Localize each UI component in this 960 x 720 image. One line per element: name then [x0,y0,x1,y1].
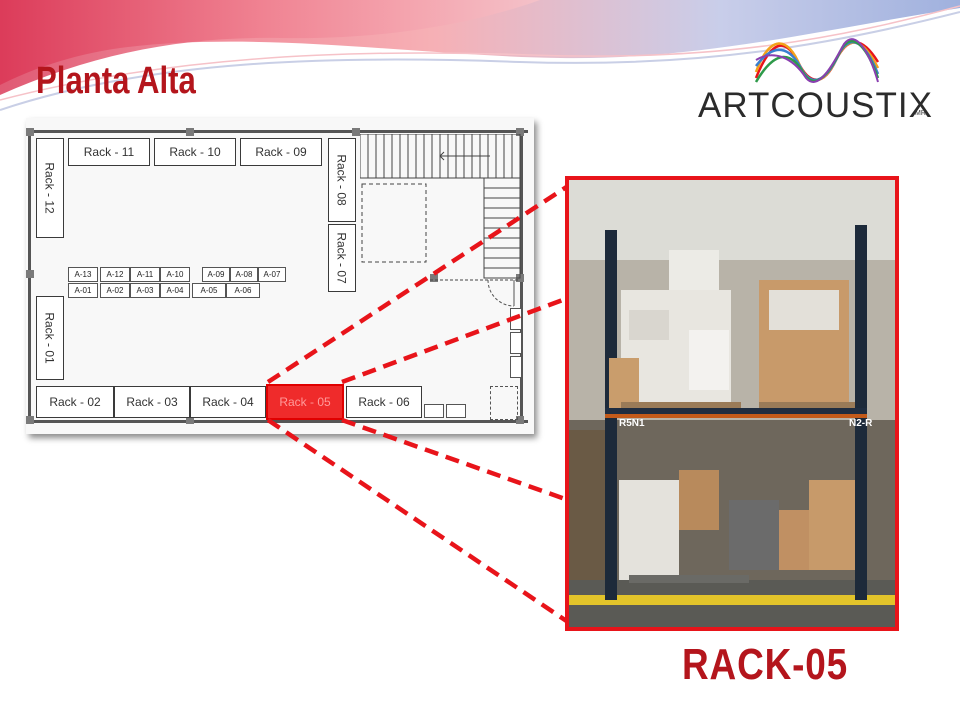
rack-11-label: Rack - 11 [83,145,135,159]
shelf-a03[interactable]: A-03 [130,283,160,298]
shelf-label: A-02 [106,286,124,295]
shelf-a02[interactable]: A-02 [100,283,130,298]
shelf-label: A-04 [166,286,184,295]
staircase-icon [360,134,521,281]
logo-wave-icon [754,38,880,83]
rack-07[interactable]: Rack - 07 [328,224,356,292]
shelf-label: A-09 [207,270,225,279]
shelf-a06[interactable]: A-06 [226,283,260,298]
shelf-label: A-13 [74,270,92,279]
shelf-a01[interactable]: A-01 [68,283,98,298]
plan-column [430,274,438,282]
warehouse-rack-image [569,180,895,627]
shelf-label: A-03 [136,286,154,295]
rack-03-label: Rack - 03 [126,395,178,409]
logo-registered-mark: MR [915,110,926,117]
shelf-label: A-11 [136,270,154,279]
shelf-a11[interactable]: A-11 [130,267,160,282]
shelf-a08[interactable]: A-08 [230,267,258,282]
plan-column [26,270,34,278]
shelf-label: A-08 [235,270,253,279]
rack-06[interactable]: Rack - 06 [346,386,422,418]
rack-08[interactable]: Rack - 08 [328,138,356,222]
rack-04-label: Rack - 04 [202,395,254,409]
rack-03[interactable]: Rack - 03 [114,386,190,418]
shelf-label: A-05 [200,286,218,295]
shelf-label: A-07 [263,270,281,279]
logo-wordmark: ARTCOUSTIX [698,86,933,125]
plan-wall-top [28,130,528,133]
plan-column [186,128,194,136]
photo-rack-label-left: R5N1 [619,418,645,429]
shelf-label: A-10 [166,270,184,279]
rack-06-label: Rack - 06 [358,395,410,409]
rack-02-label: Rack - 02 [49,395,101,409]
rack-photo: R5N1 N2-R [565,176,899,631]
rack-05-label: Rack - 05 [279,395,331,409]
shelf-label: A-12 [106,270,124,279]
rack-12[interactable]: Rack - 12 [36,138,64,238]
rack-01[interactable]: Rack - 01 [36,296,64,380]
shelf-a09[interactable]: A-09 [202,267,230,282]
plan-column [186,416,194,424]
rack-09-label: Rack - 09 [255,145,307,159]
header-wave-decoration [0,0,960,111]
wall-bin [510,356,522,378]
plan-wall-bottom [28,420,528,423]
dashed-area [490,386,518,420]
shelf-a07[interactable]: A-07 [258,267,286,282]
wall-bin [510,332,522,354]
shelf-label: A-06 [234,286,252,295]
rack-04[interactable]: Rack - 04 [190,386,266,418]
plan-column [26,128,34,136]
door-icon [487,279,515,307]
shelf-label: A-01 [74,286,92,295]
photo-rack-label-right: N2-R [849,418,873,429]
shelf-a04[interactable]: A-04 [160,283,190,298]
plan-column [26,416,34,424]
shelf-a10[interactable]: A-10 [160,267,190,282]
plan-column [516,416,524,424]
floor-plan: Rack - 11 Rack - 10 Rack - 09 Rack - 12 … [26,118,534,434]
rack-09[interactable]: Rack - 09 [240,138,322,166]
rack-10[interactable]: Rack - 10 [154,138,236,166]
small-bin [424,404,444,418]
shelf-a05[interactable]: A-05 [192,283,226,298]
plan-column [516,128,524,136]
shelf-a13[interactable]: A-13 [68,267,98,282]
slide-title: Planta Alta [36,60,196,102]
rack-10-label: Rack - 10 [169,145,221,159]
small-bin [446,404,466,418]
shelf-a12[interactable]: A-12 [100,267,130,282]
plan-column [352,128,360,136]
rack-05-highlighted[interactable]: Rack - 05 [266,384,344,420]
rack-02[interactable]: Rack - 02 [36,386,114,418]
rack-11[interactable]: Rack - 11 [68,138,150,166]
rack-caption: RACK-05 [682,640,849,689]
